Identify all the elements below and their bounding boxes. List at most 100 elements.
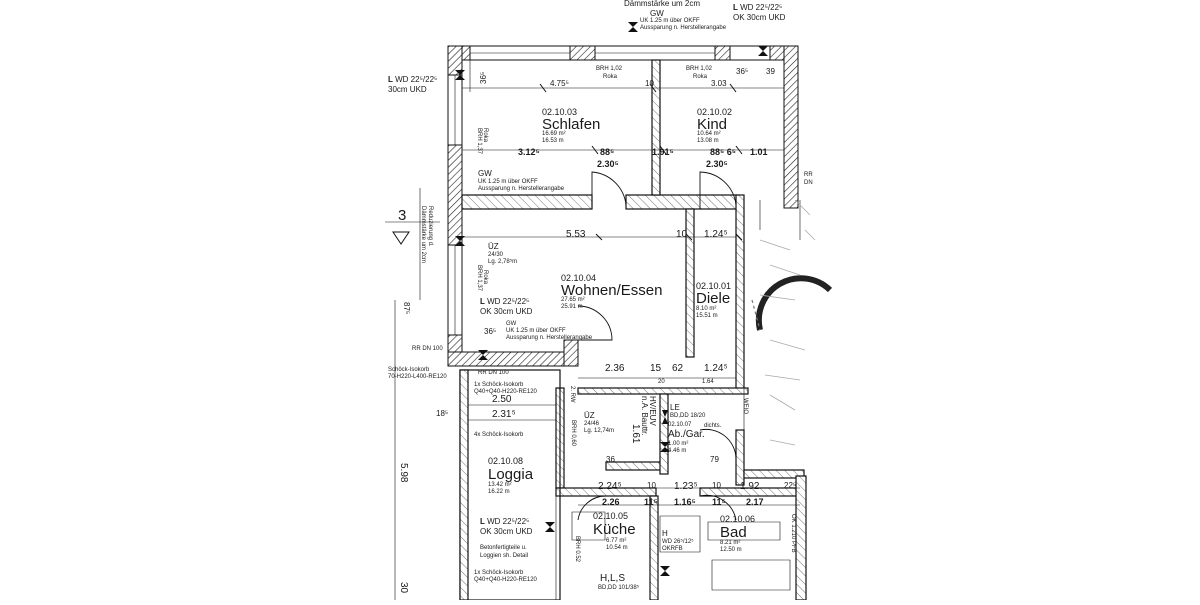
reduz-note2: Dämmstärke um 2cm xyxy=(420,206,426,264)
dim-11b: 11⁵ xyxy=(712,497,726,507)
room-wohnen-id: 02.10.04 xyxy=(561,273,597,283)
room-kind-id: 02.10.02 xyxy=(697,107,733,117)
dim-101: 1.01 xyxy=(750,147,768,157)
gw-mid-note1: UK 1.25 m über OKFF xyxy=(478,179,538,185)
dim-231: 2.31⁵ xyxy=(492,409,516,420)
room-kind-area: 10.64 m² xyxy=(697,131,721,137)
dim-36b: 36⁵ xyxy=(479,71,488,84)
gw-mid-label: GW xyxy=(478,169,492,178)
thin-lines xyxy=(394,56,801,600)
uz1-label: ÜZ xyxy=(488,242,499,251)
dim-10d: 10 xyxy=(712,481,721,490)
room-abgar-area: 1.00 m² xyxy=(668,441,689,447)
room-diele-name: Diele xyxy=(696,290,731,307)
dichts-label: dichts. xyxy=(704,423,722,429)
dim-553: 5.53 xyxy=(566,229,586,240)
beton-note1: Betonfertigteile u. xyxy=(480,545,527,551)
h-okrfb: OKRFB xyxy=(662,546,683,552)
room-schlafen-id: 02.10.03 xyxy=(542,107,578,117)
door-swings xyxy=(577,171,737,521)
dim-15: 15 xyxy=(650,363,662,374)
gw-top-note1: UK 1.25 m über OKFF xyxy=(640,18,700,24)
dim-22: 22⁵ xyxy=(784,481,797,490)
markers xyxy=(455,22,768,576)
dim-192: 1.92 xyxy=(740,481,760,492)
h-label: H xyxy=(662,529,668,538)
room-wohnen-area: 27.65 m² xyxy=(561,297,585,303)
wd-top-right-l2: OK 30cm UKD xyxy=(733,13,786,22)
rr-dn-label2: RR DN 100 xyxy=(478,370,509,376)
gw-mid-note2: Aussparung n. Herstellerangabe xyxy=(478,186,565,192)
room-schlafen-name: Schlafen xyxy=(542,116,601,133)
roka-side1: Roka xyxy=(482,128,488,143)
roka-top1: Roka xyxy=(603,74,618,80)
schoeck-1b: 70-H220-L400-RE120 xyxy=(388,374,447,380)
dim-303: 3.03 xyxy=(711,79,727,88)
reduz-note1: Reduzierung d. xyxy=(427,206,433,247)
brh-loggia2: BRH 0,60 xyxy=(570,420,576,447)
le-label: LE xyxy=(670,403,680,412)
dim-124a: 1.24⁵ xyxy=(704,229,728,240)
roka-side2: Roka xyxy=(482,270,488,285)
hv-label: HV/EUV xyxy=(648,396,657,426)
dim-10c: 10 xyxy=(647,481,656,490)
dim-191: 1.91⁵ xyxy=(652,147,674,157)
wd-top-right-l1: L WD 22⁵/22⁵ xyxy=(733,3,783,12)
ok-pfb: OK 1.210 PFB xyxy=(790,514,796,553)
room-loggia-perimeter: 16.22 m xyxy=(488,489,510,495)
gw-top-note2: Aussparung n. Herstellerangabe xyxy=(640,25,727,31)
room-abgar-id: 02.10.07 xyxy=(668,422,692,428)
dim-18: 18⁵ xyxy=(436,409,449,418)
room-bad-name: Bad xyxy=(720,524,747,541)
uz1-length: Lg. 2,78⁵m xyxy=(488,259,518,265)
hv-label2: n.A. Bauttr. xyxy=(640,396,649,436)
room-kind-perimeter: 13.08 m xyxy=(697,138,719,144)
uz1-size: 24/30 xyxy=(488,252,504,258)
dim-88a: 88⁵ xyxy=(600,147,615,157)
section-label-3: 3 xyxy=(398,207,407,224)
roka-top2: Roka xyxy=(693,74,708,80)
schoeck-2b: Q40+Q40-H220-RE120 xyxy=(474,389,537,395)
wd-mid-l2: OK 30cm UKD xyxy=(480,307,533,316)
dim-312: 3.12⁵ xyxy=(518,147,540,157)
top-note: Dämmstärke um 2cm xyxy=(624,0,701,8)
room-abgar-name: Ab./Gar. xyxy=(668,429,705,440)
room-abgar-perimeter: 4.46 m xyxy=(668,448,687,454)
room-kueche-perimeter: 10.54 m xyxy=(606,545,628,551)
room-wohnen-perimeter: 25.91 m xyxy=(561,304,583,310)
room-bad-area: 8.21 m² xyxy=(720,540,741,546)
room-diele-id: 02.10.01 xyxy=(696,281,732,291)
room-loggia-name: Loggia xyxy=(488,466,534,483)
dim-598: 5.98 xyxy=(398,463,409,483)
schoeck-2: 1x Schöck-Isokorb xyxy=(474,382,524,388)
dim-87: 87⁵ xyxy=(402,302,411,315)
schoeck-3: 4x Schöck-Isokorb xyxy=(474,432,524,438)
room-loggia-id: 02.10.08 xyxy=(488,456,524,466)
room-wohnen-name: Wohnen/Essen xyxy=(561,282,663,299)
uz2-length: Lg. 12,74m xyxy=(584,428,615,434)
dim-88b: 88⁵ 6⁵ xyxy=(710,147,736,157)
dim-226: 2.26 xyxy=(602,497,620,507)
wd-low-l2: OK 30cm UKD xyxy=(480,527,533,536)
dim-236: 2.36 xyxy=(605,363,625,374)
room-kueche-id: 02.10.05 xyxy=(593,511,629,521)
dim-161: 1.61 xyxy=(630,424,641,444)
dim-164: 1.64 xyxy=(702,379,714,385)
neighbour-sketch xyxy=(759,199,816,446)
rr-side2: DN xyxy=(804,180,813,186)
gw-low-note2: Aussparung n. Herstellerangabe xyxy=(506,335,593,341)
dim-62: 62 xyxy=(672,363,684,374)
hls-label: H,L,S xyxy=(600,573,626,584)
dim-79: 79 xyxy=(710,455,719,464)
entry-arc xyxy=(751,275,833,331)
room-schlafen-area: 16.69 m² xyxy=(542,131,566,137)
dim-10b: 10 xyxy=(676,229,688,240)
dim-230b: 2.30⁵ xyxy=(706,159,728,169)
wd-mid-l1: L WD 22⁵/22⁵ xyxy=(480,297,530,306)
dim-11a: 11⁵ xyxy=(644,497,658,507)
brh-loggia: BRH 0.52 xyxy=(574,536,580,563)
room-diele-perimeter: 15.51 m xyxy=(696,313,718,319)
brh-top1: BRH 1,02 xyxy=(596,66,623,72)
